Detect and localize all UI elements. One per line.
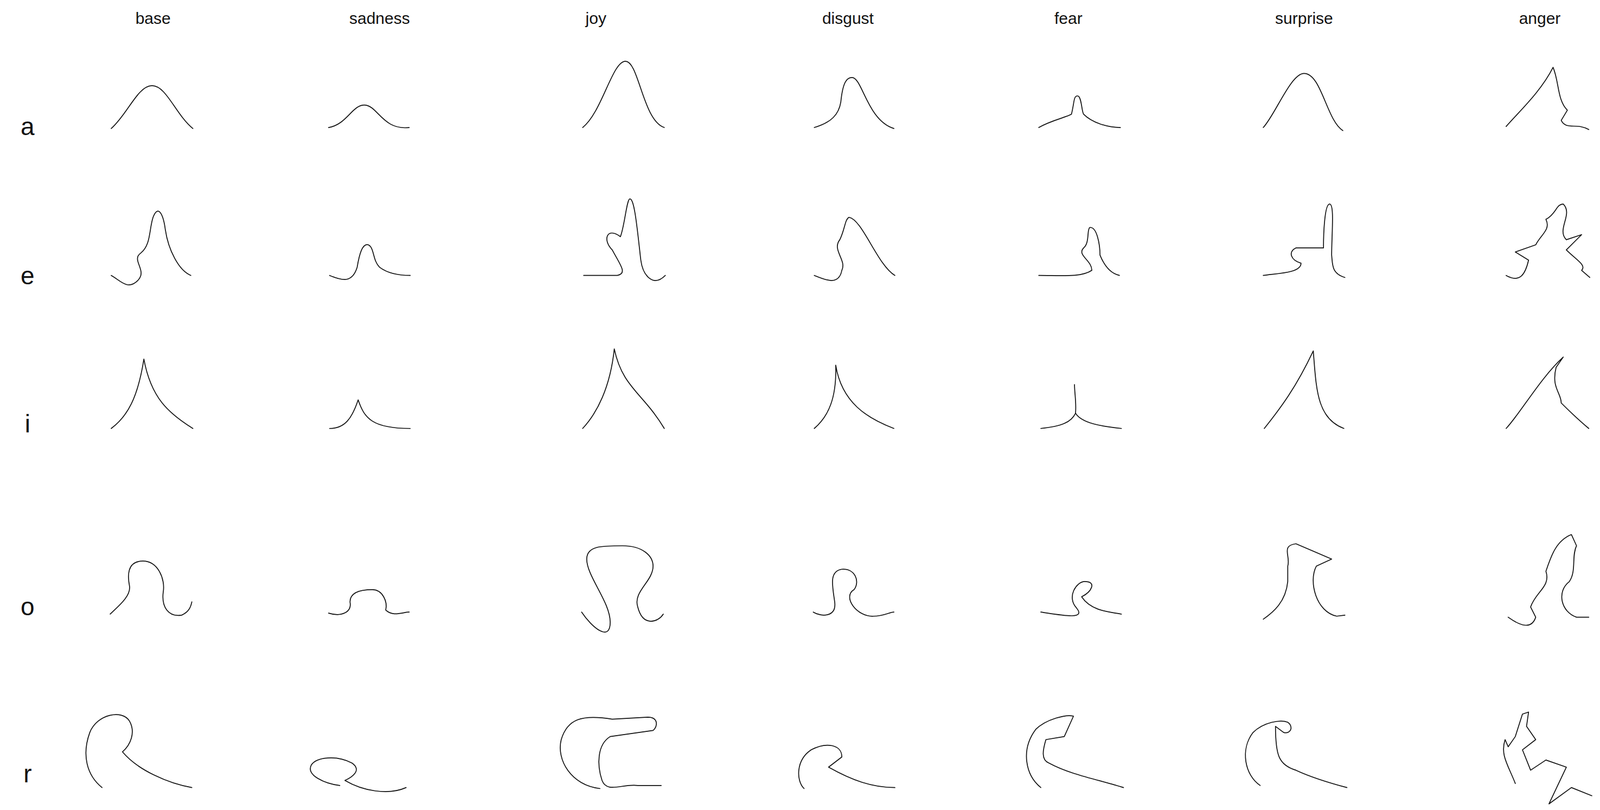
emotion-curve xyxy=(583,199,666,281)
emotion-curve xyxy=(581,545,664,632)
column-header: base xyxy=(135,10,171,27)
label-holder: a xyxy=(20,113,35,139)
row-label: e xyxy=(20,263,35,288)
emotion-curve xyxy=(1506,356,1589,429)
label-holder: sadness xyxy=(349,10,411,27)
emotion-curve xyxy=(1506,203,1590,279)
emotion-curve xyxy=(798,745,895,789)
column-header: fear xyxy=(1054,10,1083,27)
label-holder: r xyxy=(23,760,32,786)
label-holder: joy xyxy=(585,10,607,27)
row-label: i xyxy=(24,411,31,437)
label-holder: disgust xyxy=(822,10,874,27)
emotion-curve xyxy=(329,399,411,429)
emotion-curve xyxy=(1508,534,1590,625)
emotion-curve xyxy=(1245,720,1347,787)
emotion-curve xyxy=(1038,96,1121,128)
emotion-curve xyxy=(1038,227,1120,276)
emotion-curve xyxy=(814,77,894,129)
emotion-curve xyxy=(1026,715,1124,787)
emotion-curve xyxy=(1506,67,1589,130)
emotion-curve xyxy=(329,244,411,280)
emotion-curve xyxy=(110,560,192,616)
column-header: anger xyxy=(1519,10,1561,27)
emotion-curve xyxy=(1503,711,1592,804)
emotion-curve xyxy=(310,757,407,792)
column-header: sadness xyxy=(349,10,411,27)
label-holder: anger xyxy=(1519,10,1561,27)
emotion-curve xyxy=(85,714,192,788)
emotion-curve xyxy=(111,359,194,429)
emotion-curve xyxy=(1040,581,1122,616)
emotion-curve xyxy=(582,61,665,128)
row-label: o xyxy=(20,593,35,619)
emotion-curve xyxy=(328,589,410,615)
label-holder: e xyxy=(20,263,35,288)
emotion-curve xyxy=(1263,203,1346,278)
label-holder: o xyxy=(20,593,35,619)
row-label: a xyxy=(20,113,35,139)
column-header: disgust xyxy=(822,10,874,27)
emotion-curve xyxy=(1263,543,1346,619)
label-holder: base xyxy=(135,10,171,27)
emotion-curve xyxy=(1040,384,1122,429)
column-header: surprise xyxy=(1275,10,1334,27)
emotion-curve xyxy=(111,85,194,129)
column-header: joy xyxy=(585,10,607,27)
emotion-curve xyxy=(560,717,662,789)
label-holder: fear xyxy=(1054,10,1083,27)
row-label: r xyxy=(23,760,32,786)
emotion-curve xyxy=(813,568,894,617)
emotion-curve xyxy=(814,365,894,429)
emotion-curve xyxy=(111,210,191,285)
emotion-curve xyxy=(582,348,665,429)
label-holder: i xyxy=(24,411,31,437)
emotion-curve xyxy=(814,217,895,281)
emotion-curve xyxy=(1263,73,1343,131)
emotion-curve xyxy=(328,105,410,128)
emotion-curve xyxy=(1264,350,1344,429)
label-holder: surprise xyxy=(1275,10,1334,27)
